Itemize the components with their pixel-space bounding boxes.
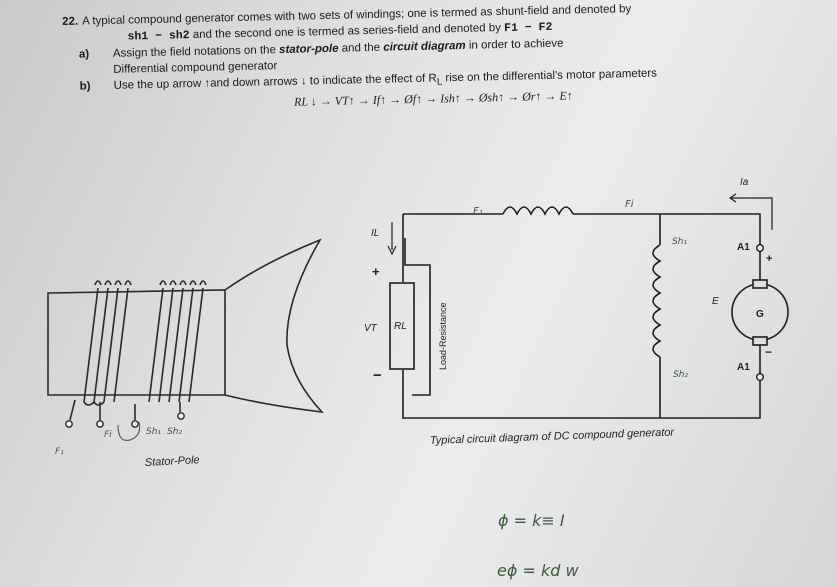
hw-fi: Fi [104, 430, 112, 440]
label-g: G [756, 309, 764, 320]
hw-sh1-circuit: Sh₁ [672, 237, 687, 247]
label-minus: − [373, 367, 382, 384]
label-load-resistance: Load-Resistance [438, 302, 448, 370]
circuit-left-wire [402, 214, 761, 419]
ia-arrowhead [728, 193, 737, 203]
stator-terminals [65, 412, 185, 428]
label-arm-plus: + [766, 253, 772, 265]
load-branch-wire [404, 238, 431, 396]
ia-arrow [730, 197, 773, 230]
label-il: IL [371, 228, 379, 239]
stator-pole [47, 238, 325, 442]
brush-bottom [752, 336, 768, 346]
label-rl: RL [394, 321, 407, 332]
armature-terminals [756, 243, 765, 382]
series-field-coil [502, 206, 574, 216]
brush-top [752, 279, 768, 289]
load-resistor [389, 282, 415, 370]
label-vt: VT [364, 323, 378, 334]
label-plus: + [372, 264, 380, 279]
hw-f-stator: F₁ [55, 447, 64, 457]
label-arm-minus: − [765, 345, 772, 359]
stator-coil-right [148, 280, 207, 403]
pole-shoe [224, 238, 325, 414]
stator-coil-left [83, 280, 132, 406]
shunt-field-coil [652, 244, 662, 358]
hw-formula-2: eϕ = kd w [497, 561, 579, 580]
hw-formula-1: ϕ = k≡ I [498, 511, 565, 530]
hw-sh2-stator: Sh₂ [167, 427, 182, 437]
label-a1-top: A1 [737, 242, 750, 253]
wire-top-right [573, 213, 761, 245]
hw-f2-circuit: Fi [625, 199, 634, 210]
hw-sh1-stator: Sh₁ [146, 427, 161, 437]
stator-lead-1 [69, 399, 76, 421]
circuit-caption: Typical circuit diagram of DC compound g… [430, 426, 676, 447]
label-e: E [712, 296, 719, 307]
hw-sh2-circuit: Sh₂ [673, 370, 688, 380]
label-ia: Ia [740, 177, 749, 188]
stator-caption: Stator-Pole [145, 454, 200, 469]
il-arrowhead [387, 245, 397, 256]
stator-hw-jumper [117, 421, 141, 442]
label-a1-bottom: A1 [737, 362, 750, 373]
circuit-diagram [387, 193, 789, 419]
stator-core [47, 289, 226, 396]
hw-f1-circuit: F₁ [473, 206, 483, 217]
